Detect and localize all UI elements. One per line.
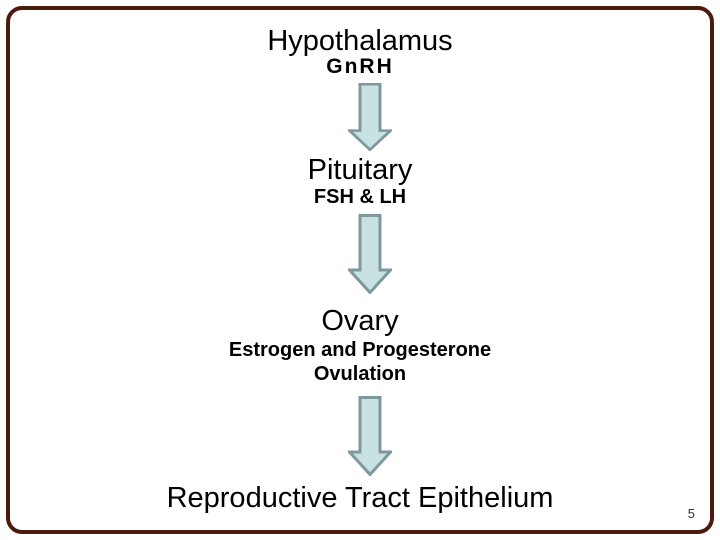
down-arrow-icon [348, 83, 392, 151]
page-number: 5 [687, 506, 695, 521]
node-hormone-ovulation: Ovulation [313, 363, 407, 385]
node-hormone-fsh-lh: FSH & LH [313, 186, 407, 208]
down-arrow-icon [348, 396, 392, 476]
down-arrow-icon [348, 214, 392, 294]
node-hormone-estrogen-progesterone: Estrogen and Progesterone [228, 339, 492, 361]
node-title-pituitary: Pituitary [307, 154, 413, 186]
node-title-reproductive-tract-epithelium: Reproductive Tract Epithelium [166, 482, 554, 514]
node-hormone-gnrh: GnRH [326, 55, 394, 78]
node-title-hypothalamus: Hypothalamus [267, 25, 453, 57]
node-title-ovary: Ovary [321, 305, 399, 337]
